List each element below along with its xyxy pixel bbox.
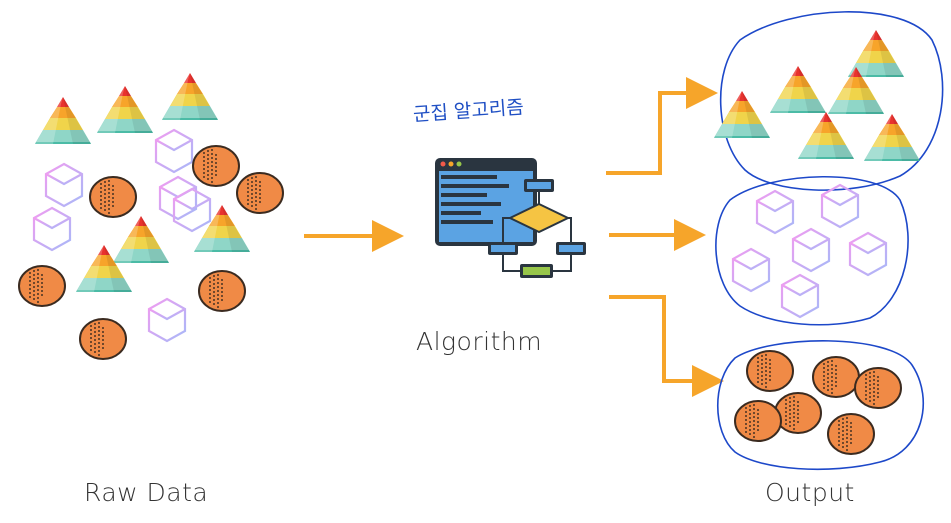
pyramid-icon: [770, 66, 826, 113]
cluster-coins: [717, 340, 925, 471]
coin-icon: [192, 145, 240, 187]
cube-icon: [755, 189, 795, 235]
raw-data-group: [18, 73, 284, 360]
coin-icon: [89, 176, 137, 218]
pyramid-icon: [35, 97, 91, 144]
pyramid-icon: [113, 216, 169, 263]
pyramid-icon: [864, 114, 920, 161]
coin-icon: [774, 392, 822, 434]
coin-icon: [198, 270, 246, 312]
coin-icon: [827, 413, 875, 455]
cube-icon: [172, 187, 212, 233]
cube-icon: [791, 227, 831, 273]
coin-icon: [79, 318, 127, 360]
cube-icon: [848, 231, 888, 277]
cube-icon: [154, 128, 194, 174]
cluster-cubes: [715, 176, 909, 326]
output-arrows: [606, 77, 724, 397]
cube-icon: [147, 297, 187, 343]
coin-icon: [734, 400, 782, 442]
cube-icon: [780, 273, 820, 319]
coin-icon: [812, 356, 860, 398]
cube-icon: [731, 247, 771, 293]
algorithm-label: Algorithm: [416, 327, 543, 356]
coin-icon: [746, 350, 794, 392]
cube-icon: [32, 206, 72, 252]
coin-icon: [854, 367, 902, 409]
cluster-pyramids: [714, 11, 944, 191]
cube-icon: [44, 162, 84, 208]
pyramid-icon: [798, 112, 854, 159]
pyramid-icon: [162, 73, 218, 120]
pyramid-icon: [97, 86, 153, 133]
cube-icon: [820, 183, 860, 229]
algorithm-icon: [435, 158, 586, 278]
output-label: Output: [765, 478, 855, 507]
coin-icon: [18, 265, 66, 307]
raw-data-label: Raw Data: [84, 478, 209, 507]
coin-icon: [236, 172, 284, 214]
pyramid-icon: [194, 205, 250, 252]
arrow-to-coins: [609, 295, 724, 397]
arrow-to-pyramids: [606, 77, 718, 175]
pyramid-icon: [714, 91, 770, 138]
